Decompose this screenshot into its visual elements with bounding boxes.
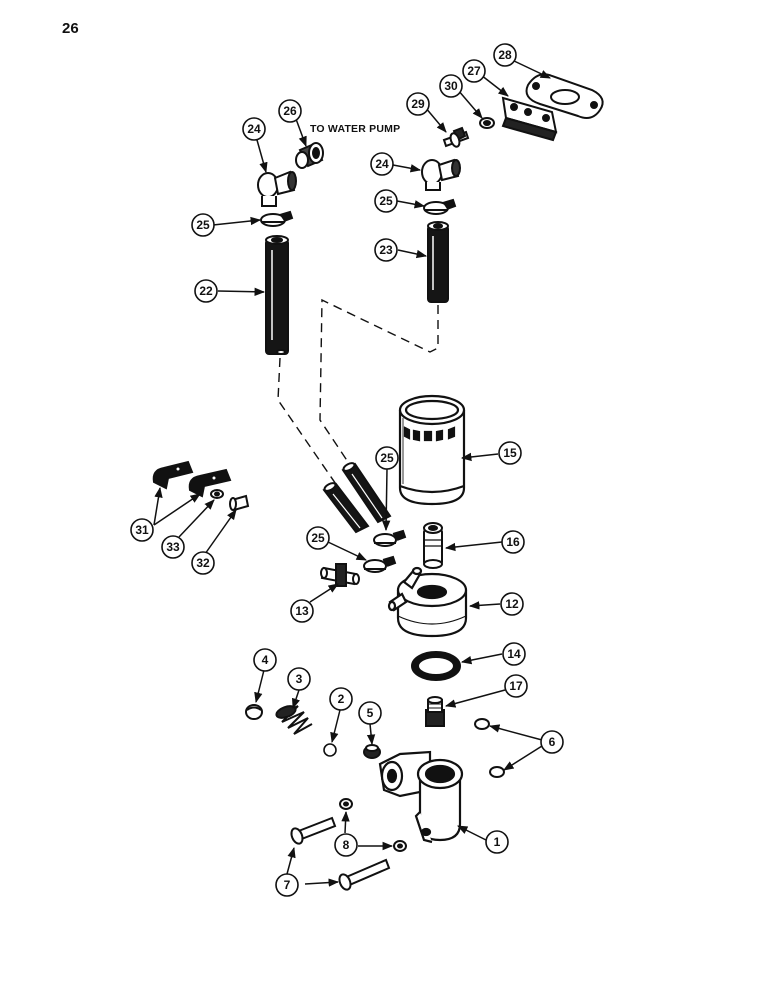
note-to-water-pump: TO WATER PUMP: [310, 123, 400, 135]
callout-29: 29: [411, 97, 425, 111]
callout-6: 6: [549, 735, 556, 749]
callout-3: 3: [296, 672, 303, 686]
clamp-25-middle: [373, 529, 407, 547]
clamp-25-lower: [363, 555, 397, 573]
plug-5: [363, 744, 381, 759]
clamp-25-right: [423, 198, 457, 215]
plate-27: [501, 96, 558, 142]
lockwasher-30: [479, 117, 495, 129]
housing-1: [378, 750, 464, 844]
gasket-28: [525, 73, 604, 119]
elbow-24-left: [257, 170, 297, 207]
seal-ring-14: [411, 651, 461, 681]
callout-7: 7: [284, 878, 291, 892]
plug-4: [245, 704, 263, 720]
clip-31-a: [152, 460, 194, 490]
ball-2: [323, 743, 337, 757]
callout-30: 30: [444, 79, 458, 93]
fitting-13: [320, 563, 360, 587]
hose-22: [265, 235, 289, 355]
callout-12: 12: [505, 597, 519, 611]
elbow-24-right: [421, 158, 461, 191]
callout-14: 14: [507, 647, 521, 661]
nut-33: [210, 489, 224, 499]
bolts-7: [290, 816, 391, 891]
bolt-29: [442, 126, 470, 148]
callout-25-lower: 25: [311, 531, 325, 545]
spring-3: [275, 705, 313, 735]
fitting-26: [295, 142, 324, 169]
callout-25-right: 25: [379, 194, 393, 208]
callout-32: 32: [196, 556, 210, 570]
callout-2: 2: [338, 692, 345, 706]
leader-lines: [153, 59, 551, 887]
washers-8: [339, 798, 407, 852]
callout-31: 31: [135, 523, 149, 537]
callout-24-left: 24: [247, 122, 261, 136]
callout-16: 16: [506, 535, 520, 549]
fitting-17: [425, 696, 445, 727]
oil-filter-15: [398, 394, 466, 506]
bolt-32: [229, 494, 250, 512]
callout-33: 33: [166, 540, 180, 554]
callout-17: 17: [509, 679, 523, 693]
callout-23: 23: [379, 243, 393, 257]
callout-bubbles: [130, 43, 564, 897]
callout-24-right: 24: [375, 157, 389, 171]
callout-28: 28: [498, 48, 512, 62]
hose-routing-lines: [277, 298, 439, 491]
callout-22: 22: [199, 284, 213, 298]
callout-13: 13: [295, 604, 309, 618]
short-hoses: [322, 462, 392, 534]
callout-8: 8: [343, 838, 350, 852]
callout-5: 5: [367, 706, 374, 720]
o-rings-6: [474, 718, 505, 778]
oil-cooler-12: [387, 566, 468, 638]
callout-15: 15: [503, 446, 517, 460]
hose-23: [427, 221, 449, 303]
callout-25-left: 25: [196, 218, 210, 232]
callout-25-middle: 25: [380, 451, 394, 465]
clamp-25-left: [260, 210, 294, 227]
callout-1: 1: [494, 835, 501, 849]
callout-4: 4: [262, 653, 269, 667]
clip-31-b: [188, 468, 232, 498]
callout-27: 27: [467, 64, 481, 78]
callout-26: 26: [283, 104, 297, 118]
adapter-16: [423, 522, 443, 569]
page-number: 26: [62, 20, 79, 37]
